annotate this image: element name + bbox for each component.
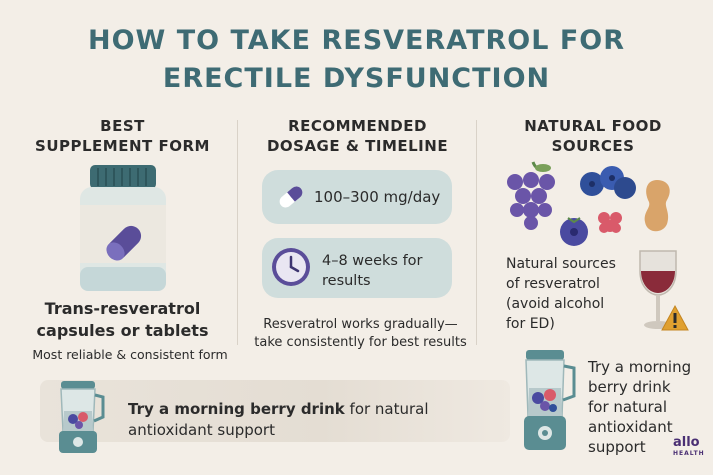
blender-icon — [59, 381, 105, 453]
grapes-icon — [507, 161, 555, 230]
col3-text-line-3: (avoid alcohol — [506, 296, 605, 312]
col3-text-line-1: Natural sources — [506, 256, 616, 272]
col1-heading-line-2: SUPPLEMENT FORM — [35, 137, 210, 155]
col1-heading-line-1: BEST — [100, 117, 145, 135]
title-line-2: ERECTILE DYSFUNCTION — [162, 63, 551, 94]
col2-note-line-2: take consistently for best results — [254, 335, 467, 350]
timeline-text: 4–8 weeks for results — [322, 251, 423, 291]
right-tip-line-5: support — [588, 438, 646, 456]
divider-left — [237, 120, 238, 345]
clock-icon — [272, 248, 310, 286]
col1-product-line-1: Trans-resveratrol — [44, 299, 201, 318]
timeline-line-2: results — [322, 273, 371, 289]
right-tip-line-3: for natural — [588, 398, 668, 416]
banner-bold: Try a morning berry drink — [128, 400, 345, 418]
right-tip-line-2: berry drink — [588, 378, 671, 396]
banner-text: Try a morning berry drink for natural an… — [128, 399, 458, 441]
col2-heading-line-2: DOSAGE & TIMELINE — [266, 137, 449, 155]
blueberries-icon — [560, 217, 588, 246]
raspberry-icon — [598, 212, 622, 233]
col1-subtext: Most reliable & consistent form — [32, 347, 228, 362]
berry-drink-banner — [40, 380, 510, 442]
col3-text: Natural sources of resveratrol (avoid al… — [506, 254, 626, 334]
col1-heading: BEST SUPPLEMENT FORM — [20, 116, 225, 156]
capsule-icon — [279, 186, 303, 208]
right-tip-line-1: Try a morning — [588, 358, 692, 376]
blueberries-icon — [580, 166, 636, 199]
col3-heading-line-1: NATURAL FOOD — [524, 117, 662, 135]
dosage-text: 100–300 mg/day — [314, 188, 441, 206]
blender-icon — [524, 350, 576, 450]
divider-right — [476, 120, 477, 345]
allo-health-logo: allo HEALTH — [673, 436, 705, 458]
col3-heading-line-2: SOURCES — [551, 137, 635, 155]
col1-product: Trans-resveratrol capsules or tablets — [20, 298, 225, 342]
col2-note-line-1: Resveratrol works gradually— — [263, 317, 458, 332]
right-tip-line-4: antioxidant — [588, 418, 673, 436]
banner-rest: for natural — [344, 400, 429, 418]
logo-line-1: allo — [673, 435, 700, 450]
title-line-1: HOW TO TAKE RESVERATROL FOR — [87, 25, 626, 56]
col2-heading-line-1: RECOMMENDED — [288, 117, 427, 135]
col3-text-line-4: for ED) — [506, 316, 555, 332]
warning-icon — [661, 304, 689, 331]
banner-line-2: antioxidant support — [128, 421, 275, 439]
col2-note: Resveratrol works gradually— take consis… — [248, 316, 473, 352]
right-berry-tip: Try a morning berry drink for natural an… — [588, 357, 698, 457]
col1-product-line-2: capsules or tablets — [36, 321, 209, 340]
banner-line-1: Try a morning berry drink for natural — [128, 399, 458, 420]
col2-heading: RECOMMENDED DOSAGE & TIMELINE — [250, 116, 465, 156]
page-title: HOW TO TAKE RESVERATROL FOR ERECTILE DYS… — [0, 22, 713, 98]
col3-heading: NATURAL FOOD SOURCES — [488, 116, 698, 156]
wine-glass-icon — [639, 250, 677, 329]
logo-line-2: HEALTH — [673, 450, 705, 457]
col3-text-line-2: of resveratrol — [506, 276, 600, 292]
peanut-icon — [644, 180, 670, 232]
capsule-icon — [106, 225, 142, 261]
timeline-line-1: 4–8 weeks for — [322, 253, 423, 269]
